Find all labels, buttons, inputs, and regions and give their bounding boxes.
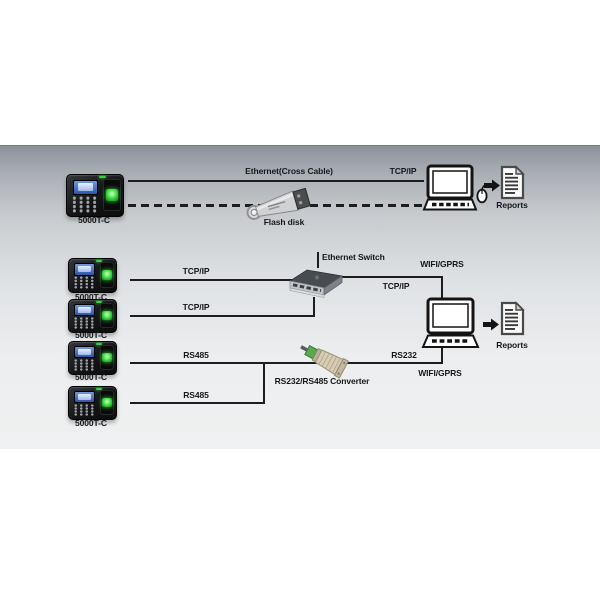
reports-document-icon-2 xyxy=(500,301,525,336)
device-keypad xyxy=(72,276,96,290)
rs232-rs485-converter-icon xyxy=(300,344,350,379)
device-label-3: 5000T-C xyxy=(75,330,107,340)
device-keypad xyxy=(71,196,99,213)
status-led xyxy=(95,300,102,303)
switch-uplink-line xyxy=(341,276,443,278)
switch-label-stub xyxy=(317,252,319,268)
arrow-right-icon-2 xyxy=(483,318,499,331)
status-led xyxy=(98,176,107,179)
flash-disk-icon xyxy=(246,187,311,220)
status-led xyxy=(95,387,102,390)
device-label-5: 5000T-C xyxy=(75,418,107,428)
fingerprint-sensor xyxy=(99,262,115,289)
rs485-label-2: RS485 xyxy=(183,390,209,400)
tcpip-line-1 xyxy=(130,279,296,281)
desktop-computer-icon-2 xyxy=(421,297,480,348)
flash-disk-label: Flash disk xyxy=(263,217,305,227)
tcpip-mid-label-1: TCP/IP xyxy=(182,266,210,276)
device-screen xyxy=(74,262,96,276)
tcpip-mid-label-2: TCP/IP xyxy=(182,302,210,312)
fingerprint-sensor xyxy=(99,345,115,371)
device-label-2: 5000T-C xyxy=(75,292,107,302)
fingerprint-sensor xyxy=(103,179,121,212)
rs232-label: RS232 xyxy=(391,350,417,360)
ethernet-cross-line xyxy=(128,180,424,182)
device-keypad xyxy=(72,316,96,330)
fingerprint-terminal-5 xyxy=(68,386,117,420)
device-label-4: 5000T-C xyxy=(75,372,107,382)
fingerprint-terminal-3 xyxy=(68,299,117,333)
rs232-riser xyxy=(441,348,443,364)
fingerprint-terminal-1 xyxy=(66,174,124,217)
device-screen xyxy=(74,390,96,404)
tcpip-line-2 xyxy=(130,315,315,317)
tcpip-uplink-label: TCP/IP xyxy=(382,281,410,291)
ethernet-switch-icon xyxy=(288,269,344,298)
rs485-line-2 xyxy=(130,402,265,404)
wifi-gprs-label-top: WIFI/GPRS xyxy=(420,259,464,269)
tcpip-top-label: TCP/IP xyxy=(389,166,417,176)
status-led xyxy=(95,259,102,262)
fingerprint-sensor xyxy=(99,303,115,329)
converter-label: RS232/RS485 Converter xyxy=(274,376,370,386)
rs485-label-1: RS485 xyxy=(183,350,209,360)
device-keypad xyxy=(72,403,96,417)
ethernet-cross-label: Ethernet(Cross Cable) xyxy=(245,166,333,176)
rs485-rs232-line xyxy=(130,362,443,364)
device-screen xyxy=(73,179,99,196)
switch-uplink-drop xyxy=(441,276,443,301)
wifi-gprs-label-bottom: WIFI/GPRS xyxy=(418,368,462,378)
fingerprint-terminal-4 xyxy=(68,341,117,375)
desktop-computer-icon xyxy=(422,164,488,211)
device-screen xyxy=(74,303,96,317)
reports-document-icon xyxy=(500,165,525,200)
reports-label-mid: Reports xyxy=(496,340,528,350)
arrow-right-icon xyxy=(484,179,500,192)
fingerprint-sensor xyxy=(99,390,115,416)
rs485-line-2-riser xyxy=(263,362,265,404)
tcpip-line-2-riser xyxy=(313,297,315,317)
device-label-1: 5000T-C xyxy=(78,215,110,225)
reports-label-top: Reports xyxy=(496,200,528,210)
device-screen xyxy=(74,345,96,359)
ethernet-switch-label: Ethernet Switch xyxy=(322,252,385,262)
fingerprint-terminal-2 xyxy=(68,258,117,293)
device-keypad xyxy=(72,358,96,372)
status-led xyxy=(95,342,102,345)
